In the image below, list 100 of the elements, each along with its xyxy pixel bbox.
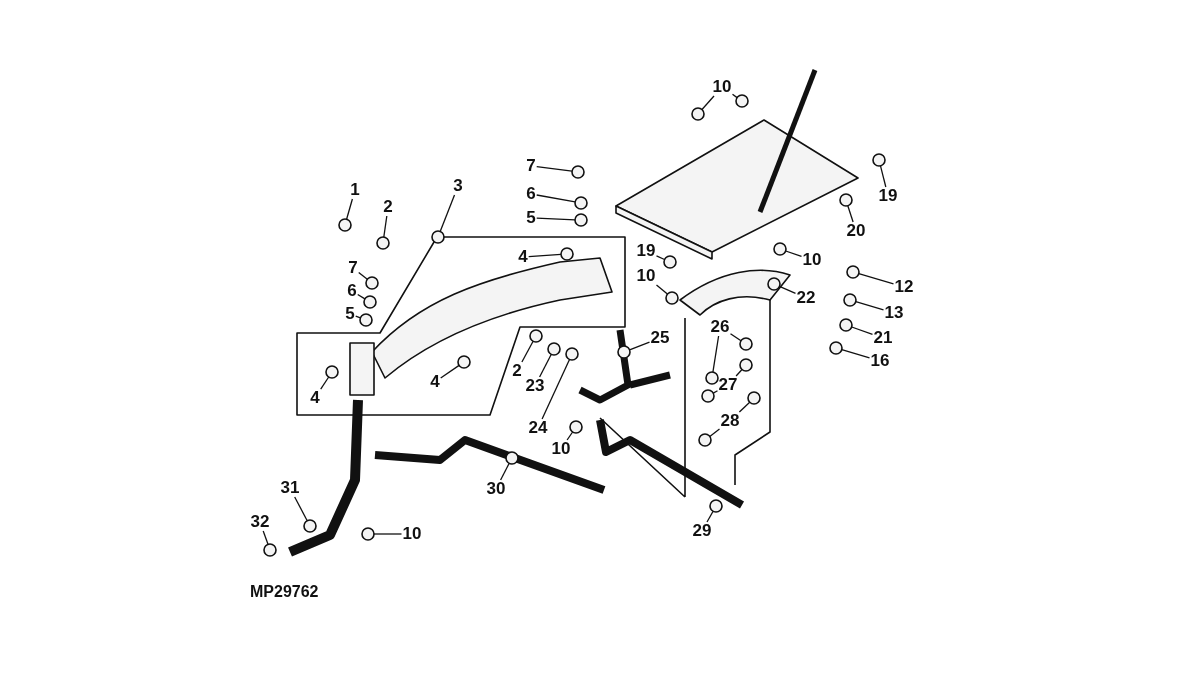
leader-line	[731, 93, 738, 99]
part-symbol	[359, 313, 373, 327]
leader-line	[373, 533, 403, 535]
part-symbol	[701, 389, 715, 403]
callout-number: 4	[309, 389, 321, 407]
callout-number: 6	[346, 282, 358, 300]
callout-number: 1	[349, 181, 361, 199]
callout-number: 2	[511, 362, 523, 380]
leader-line	[439, 194, 456, 233]
part-symbol	[431, 230, 445, 244]
part-symbol	[571, 165, 585, 179]
leader-line	[294, 496, 308, 522]
callout-number: 10	[401, 525, 423, 543]
leader-line	[345, 198, 354, 220]
callout-number: 10	[550, 440, 572, 458]
callout-number: 32	[249, 513, 271, 531]
part-symbol	[846, 265, 860, 279]
leader-line	[841, 349, 871, 359]
figure-id: MP29762	[250, 583, 319, 601]
part-symbol	[560, 247, 574, 261]
part-symbol	[735, 94, 749, 108]
part-symbol	[505, 451, 519, 465]
part-symbol	[665, 291, 679, 305]
leader-line	[858, 273, 895, 285]
leader-line	[712, 390, 719, 394]
callout-number: 24	[527, 419, 549, 437]
callout-number: 7	[347, 259, 359, 277]
leader-line	[879, 165, 887, 188]
callout-number: 2	[382, 198, 394, 216]
part-symbol	[691, 107, 705, 121]
part-symbol	[547, 342, 561, 356]
callout-number: 10	[711, 78, 733, 96]
callout-number: 30	[485, 480, 507, 498]
leader-line	[536, 194, 576, 203]
part-symbol	[365, 276, 379, 290]
leader-line	[701, 95, 715, 111]
leader-line	[851, 326, 874, 335]
part-symbol	[739, 358, 753, 372]
leader-line	[357, 293, 366, 300]
part-symbol	[361, 527, 375, 541]
callout-number: 10	[801, 251, 823, 269]
leader-line	[855, 301, 885, 311]
part-symbol	[767, 277, 781, 291]
part-symbol	[872, 153, 886, 167]
leader-line	[355, 315, 362, 319]
part-symbol	[617, 345, 631, 359]
callout-number: 28	[719, 412, 741, 430]
leader-line	[536, 166, 573, 172]
callout-number: 4	[429, 373, 441, 391]
callout-number: 21	[872, 329, 894, 347]
leader-line	[440, 364, 460, 379]
callout-number: 19	[877, 187, 899, 205]
leader-line	[729, 333, 742, 342]
callout-number: 13	[883, 304, 905, 322]
leader-line	[383, 215, 388, 238]
part-symbol	[574, 213, 588, 227]
leader-line	[521, 340, 534, 363]
part-symbol	[363, 295, 377, 309]
callout-number: 12	[893, 278, 915, 296]
leader-line	[709, 428, 721, 438]
leader-line	[735, 368, 743, 377]
leader-line	[538, 353, 552, 378]
callout-number: 7	[525, 157, 537, 175]
part-symbol	[773, 242, 787, 256]
leader-line	[706, 510, 714, 523]
leader-line	[566, 431, 574, 441]
part-symbol	[843, 293, 857, 307]
part-symbol	[739, 337, 753, 351]
callout-number: 27	[717, 376, 739, 394]
part-symbol	[565, 347, 579, 361]
leader-line	[847, 205, 854, 223]
callout-number: 20	[845, 222, 867, 240]
leader-line	[655, 255, 666, 261]
leader-line	[541, 358, 571, 420]
part-symbol	[663, 255, 677, 269]
leader-line	[536, 217, 576, 221]
callout-number: 6	[525, 185, 537, 203]
part-symbol	[709, 499, 723, 513]
part-symbol	[263, 543, 277, 557]
leader-line	[712, 335, 720, 373]
part-symbol	[829, 341, 843, 355]
callout-number: 29	[691, 522, 713, 540]
part-symbol	[338, 218, 352, 232]
part-symbol	[705, 371, 719, 385]
callout-number: 22	[795, 289, 817, 307]
leader-line	[778, 285, 797, 295]
callout-number: 25	[649, 329, 671, 347]
callout-number: 19	[635, 242, 657, 260]
part-symbol	[698, 433, 712, 447]
callout-number: 31	[279, 479, 301, 497]
callout-number: 4	[517, 248, 529, 266]
part-symbol	[303, 519, 317, 533]
leader-line	[785, 250, 803, 258]
callout-number: 3	[452, 177, 464, 195]
callout-number: 10	[635, 267, 657, 285]
part-symbol	[529, 329, 543, 343]
leader-line	[358, 271, 368, 280]
callout-number: 5	[344, 305, 356, 323]
leader-line	[528, 253, 562, 258]
part-symbol	[747, 391, 761, 405]
